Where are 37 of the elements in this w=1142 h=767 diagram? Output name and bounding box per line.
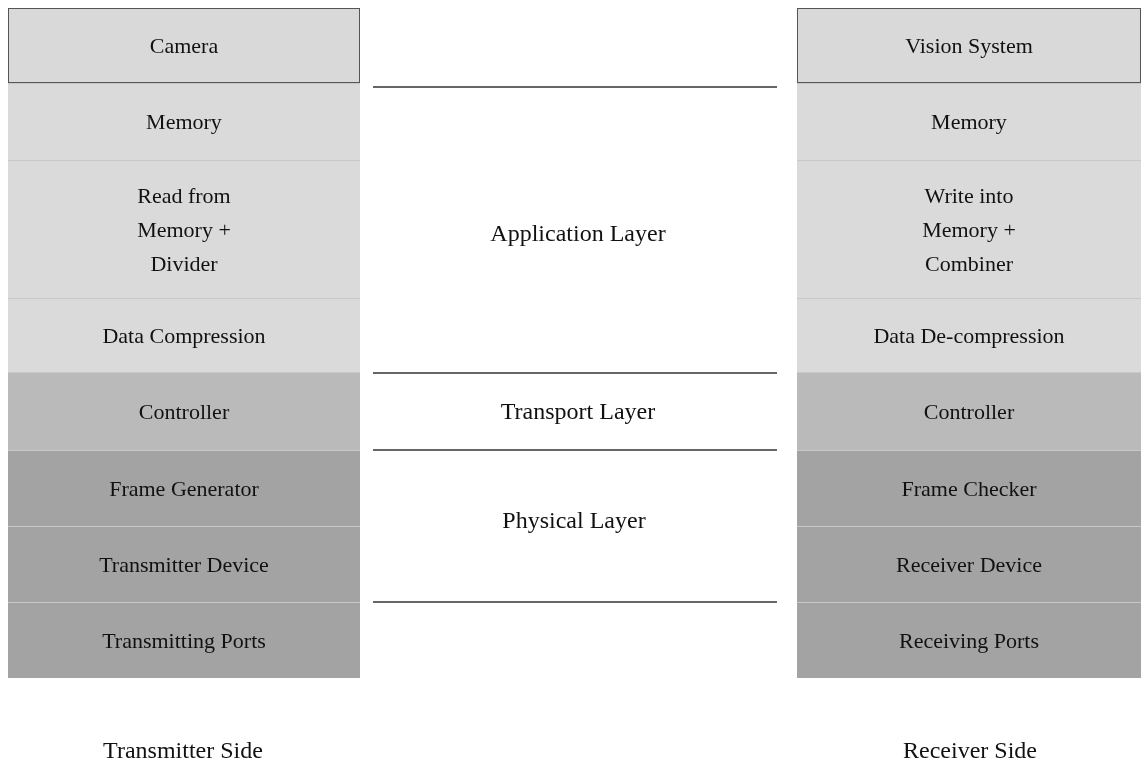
block-label: Memory — [931, 108, 1007, 136]
layer-block — [797, 526, 1141, 602]
layer-block — [797, 160, 1141, 298]
layer-block — [8, 83, 360, 160]
block-label: Controller — [138, 397, 230, 426]
layer-block — [797, 450, 1141, 526]
layer-block — [8, 372, 360, 450]
block-label: Data De-compression — [873, 321, 1065, 350]
layer-block — [8, 8, 360, 83]
layer-block — [797, 83, 1141, 160]
block-label: Frame Generator — [109, 474, 259, 503]
block-label: Camera — [149, 31, 219, 60]
layer-block — [8, 450, 360, 526]
layer-block — [797, 8, 1141, 83]
block-label: Data Compression — [102, 321, 266, 350]
block-label: Controller — [923, 397, 1015, 426]
layer-block — [8, 160, 360, 298]
block-label: Frame Checker — [901, 474, 1037, 503]
layer-block — [797, 372, 1141, 450]
layer-name: Application Layer — [490, 219, 666, 247]
layer-block — [8, 526, 360, 602]
layer-block — [797, 298, 1141, 372]
block-label: Vision System — [905, 31, 1033, 60]
layer-name: Physical Layer — [502, 506, 646, 534]
block-label: Read from Memory + Divider — [136, 181, 232, 278]
block-label: Receiver Device — [896, 550, 1042, 579]
block-label: Write into Memory + Combiner — [921, 181, 1017, 278]
side-label: Receiver Side — [903, 736, 1037, 764]
block-label: Transmitter Device — [99, 550, 269, 579]
block-label: Memory — [146, 108, 222, 136]
layer-name: Transport Layer — [500, 397, 656, 425]
layer-block — [797, 602, 1141, 678]
layer-block — [8, 298, 360, 372]
layer-block — [8, 602, 360, 678]
block-label: Transmitting Ports — [102, 626, 266, 655]
block-label: Receiving Ports — [899, 626, 1039, 655]
side-label: Transmitter Side — [103, 736, 263, 764]
